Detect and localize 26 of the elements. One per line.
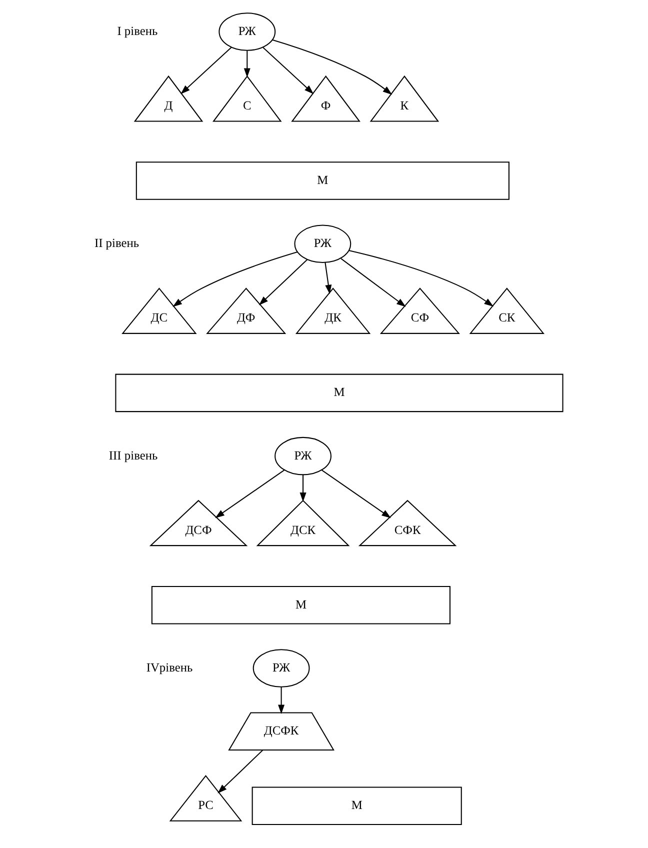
- arrow: [243, 50, 250, 78]
- arrow: [217, 749, 262, 793]
- node-box: М: [251, 786, 462, 824]
- arrow: [348, 249, 494, 306]
- arrow: [324, 262, 332, 294]
- label: III рівень: [108, 448, 158, 462]
- arrow: [299, 474, 306, 502]
- node-box: М: [135, 161, 509, 200]
- arrow: [214, 469, 284, 518]
- arrow: [320, 469, 390, 518]
- node-box: М: [114, 373, 563, 412]
- node-box: М: [150, 585, 450, 624]
- label: IVрівень: [146, 660, 192, 674]
- arrow: [278, 686, 284, 714]
- node-ellipse: РЖ: [218, 12, 276, 50]
- arrow: [262, 46, 314, 94]
- arrow: [180, 46, 232, 94]
- arrow: [172, 250, 297, 306]
- node-ellipse: РЖ: [274, 436, 331, 475]
- node-ellipse: РЖ: [252, 648, 310, 687]
- node-ellipse: РЖ: [294, 224, 351, 263]
- label: I рівень: [116, 23, 158, 38]
- arrow: [258, 258, 308, 305]
- label: II рівень: [94, 236, 139, 250]
- arrow: [272, 38, 392, 94]
- arrow: [340, 258, 406, 306]
